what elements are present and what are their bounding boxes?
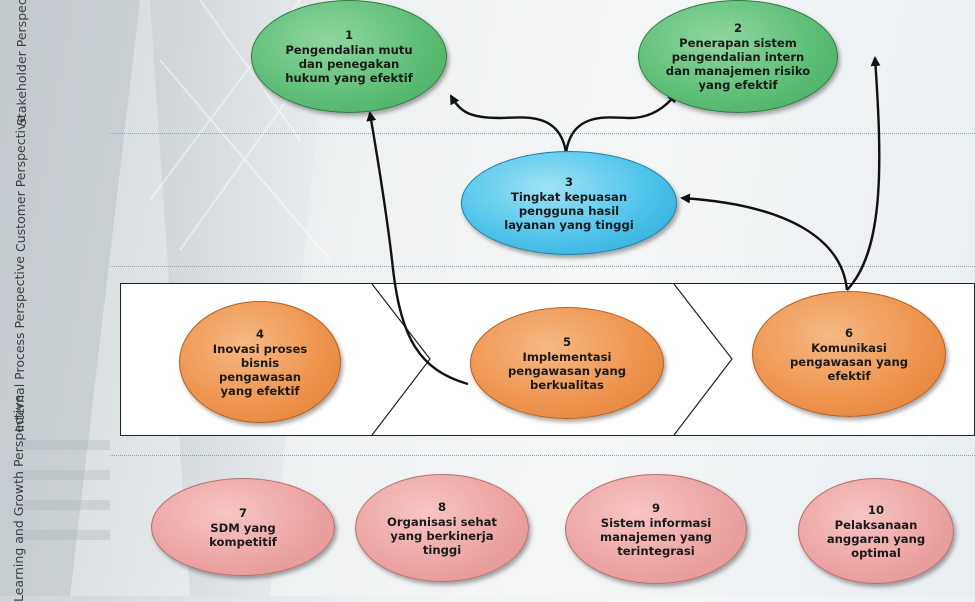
objective-4-number: 4: [255, 326, 265, 341]
objective-7-text: SDM yang kompetitif: [209, 520, 277, 549]
objective-2-node[interactable]: 2 Penerapan sistem pengendalian intern d…: [638, 0, 838, 113]
objective-9-node[interactable]: 9 Sistem informasi manajemen yang terint…: [565, 474, 747, 584]
objective-4-node[interactable]: 4 Inovasi proses bisnis pengawasan yang …: [179, 301, 341, 423]
objective-6-node[interactable]: 6 Komunikasi pengawasan yang efektif: [752, 291, 946, 417]
objective-2-text: Penerapan sistem pengendalian intern dan…: [665, 36, 811, 92]
objective-10-number: 10: [867, 502, 885, 517]
objective-10-text: Pelaksanaan anggaran yang optimal: [826, 517, 926, 560]
objective-5-node[interactable]: 5 Implementasi pengawasan yang berkualit…: [470, 307, 664, 419]
objective-3-node[interactable]: 3 Tingkat kepuasan pengguna hasil layana…: [461, 151, 677, 255]
objective-9-number: 9: [651, 500, 661, 515]
objective-3-text: Tingkat kepuasan pengguna hasil layanan …: [504, 189, 634, 232]
objective-8-text: Organisasi sehat yang berkinerja tinggi: [387, 514, 497, 557]
objective-6-text: Komunikasi pengawasan yang efektif: [789, 340, 909, 383]
objective-5-text: Implementasi pengawasan yang berkualitas: [507, 349, 627, 392]
objective-4-text: Inovasi proses bisnis pengawasan yang ef…: [212, 341, 308, 398]
objective-8-number: 8: [437, 499, 447, 514]
objective-10-node[interactable]: 10 Pelaksanaan anggaran yang optimal: [798, 478, 954, 584]
objective-2-number: 2: [733, 21, 743, 35]
objective-6-number: 6: [844, 325, 854, 340]
objective-7-node[interactable]: 7 SDM yang kompetitif: [151, 478, 335, 576]
objective-1-number: 1: [344, 28, 354, 42]
objective-9-text: Sistem informasi manajemen yang terinteg…: [600, 515, 712, 558]
objective-8-node[interactable]: 8 Organisasi sehat yang berkinerja tingg…: [355, 474, 529, 582]
divider-internal-learning: [110, 455, 975, 456]
objective-5-number: 5: [562, 334, 572, 349]
objective-1-node[interactable]: 1 Pengendalian mutu dan penegakan hukum …: [251, 0, 447, 113]
objective-1-text: Pengendalian mutu dan penegakan hukum ya…: [285, 43, 413, 85]
divider-customer-internal: [110, 266, 975, 267]
objective-7-number: 7: [238, 505, 248, 520]
objective-3-number: 3: [564, 174, 574, 189]
divider-stakeholder-customer: [110, 133, 975, 134]
